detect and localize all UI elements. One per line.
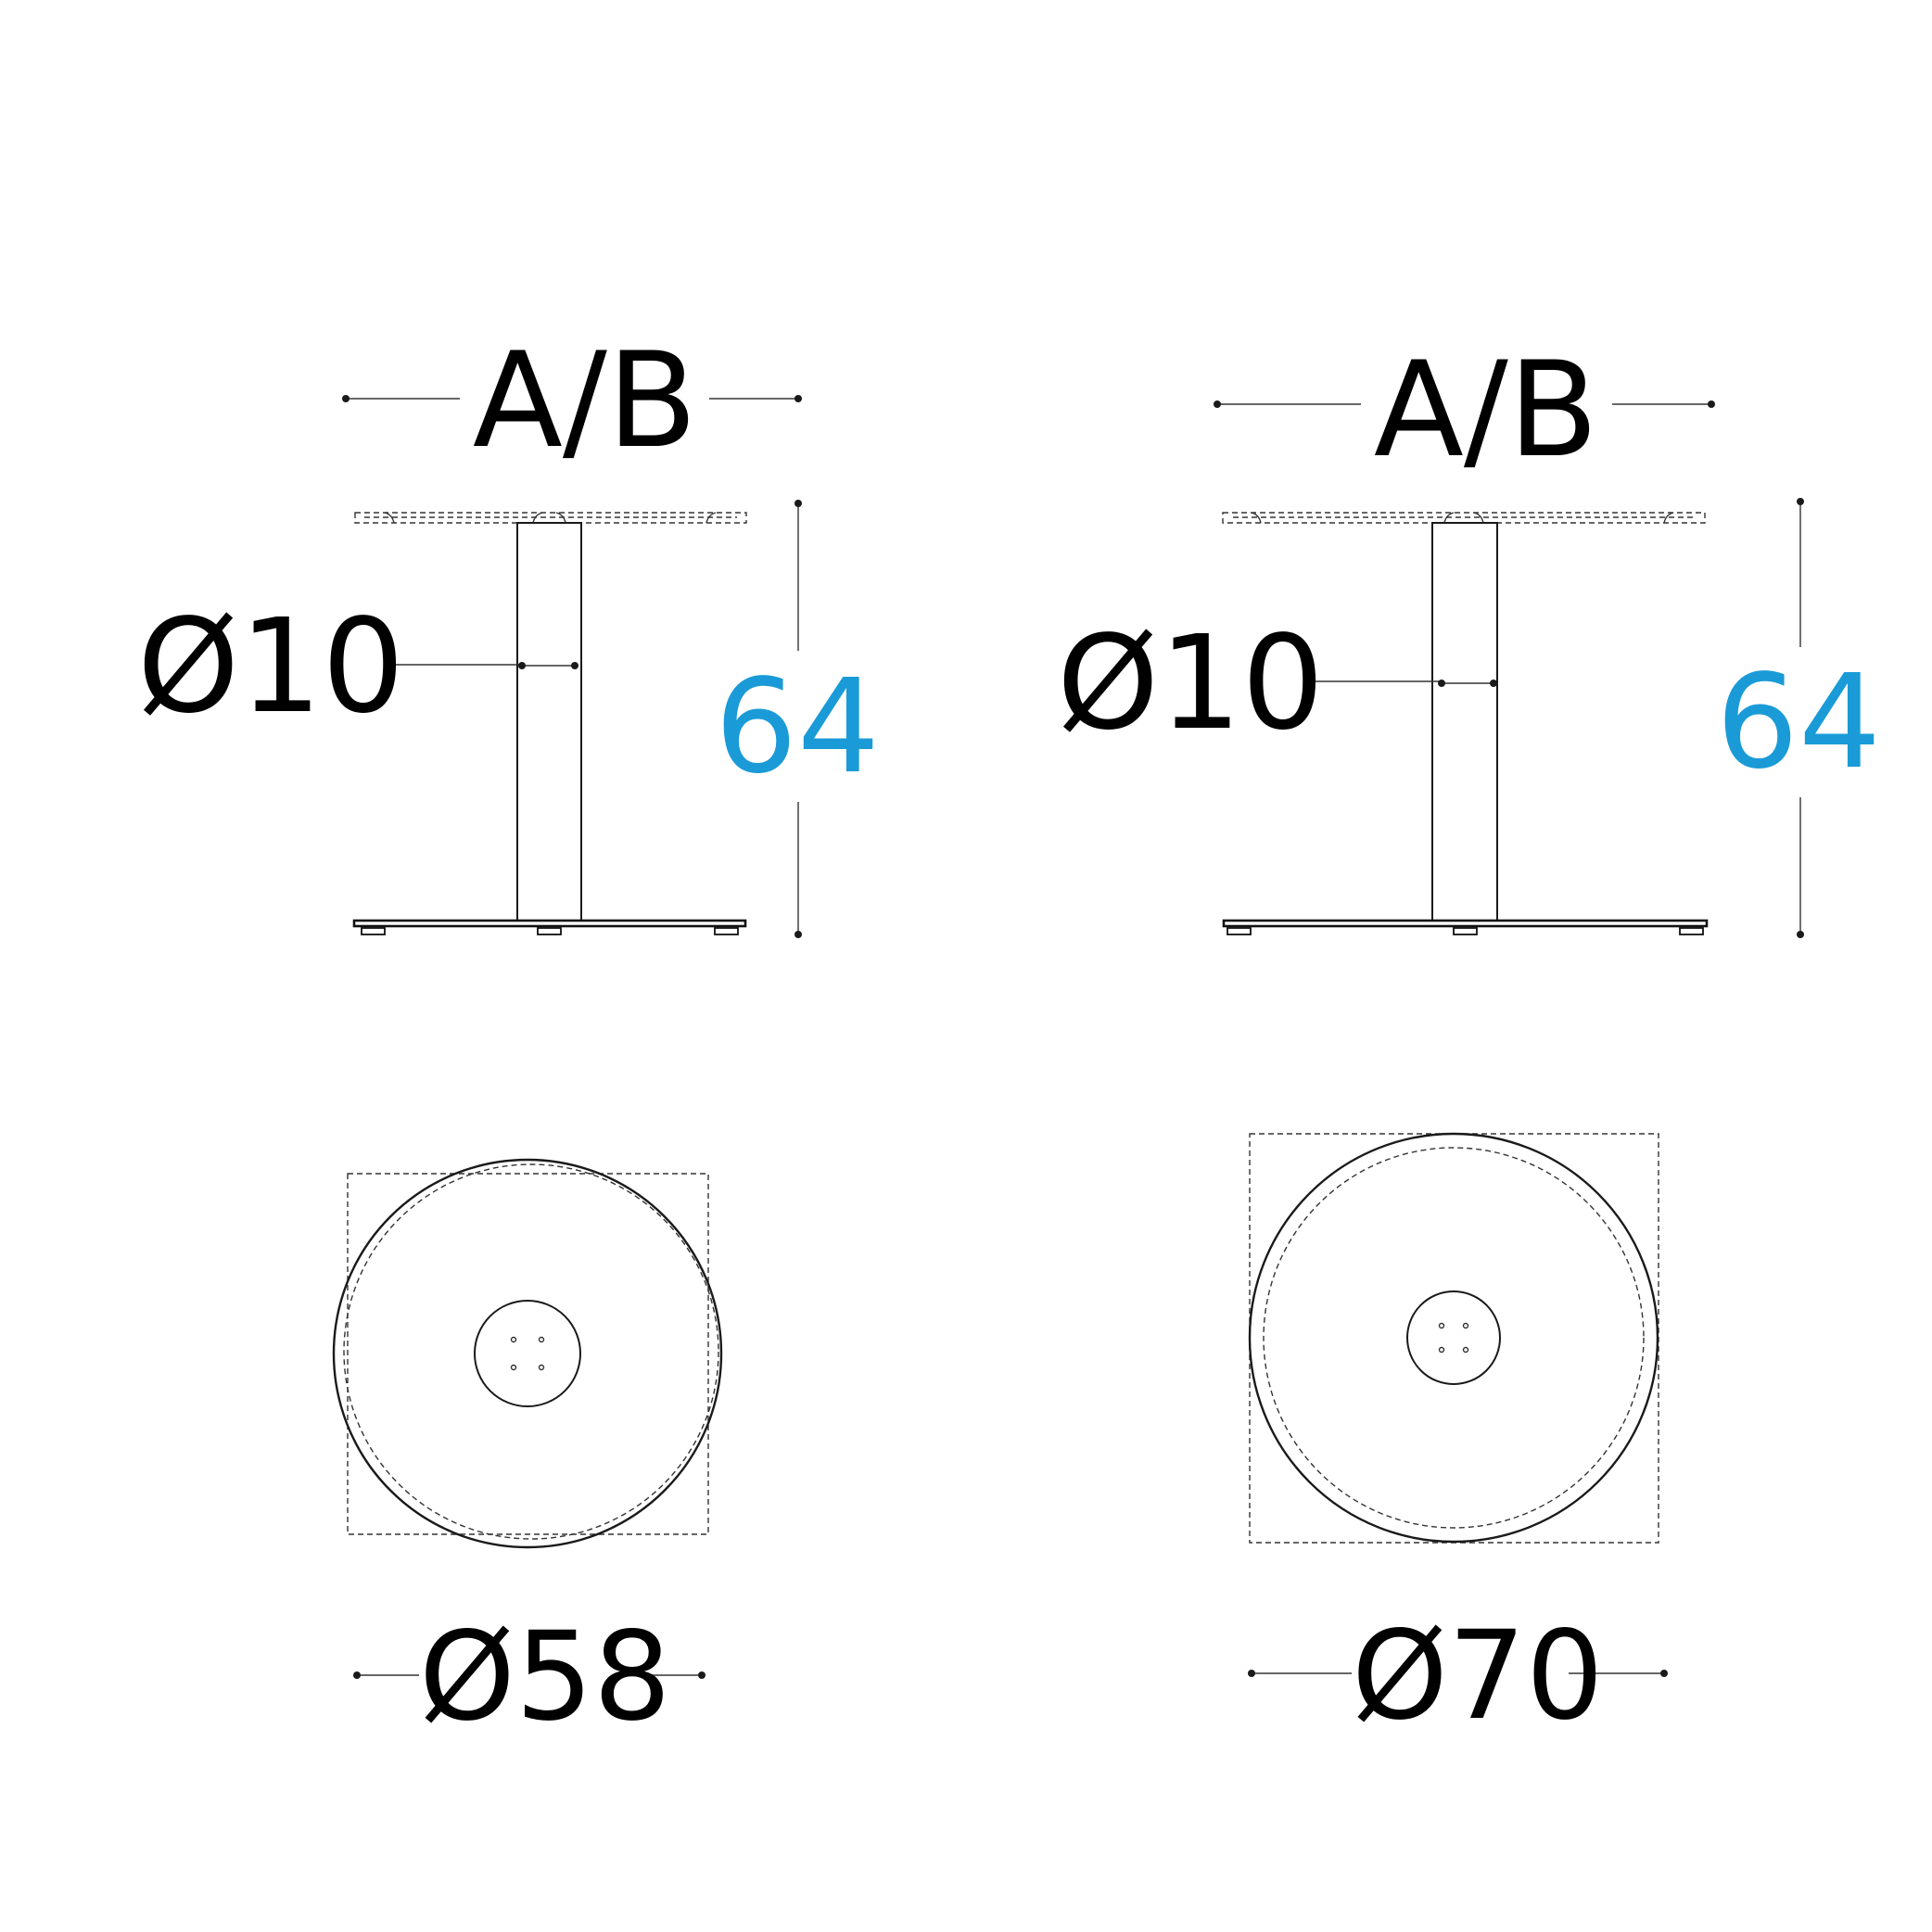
right-base-inner-dashed-circle bbox=[1263, 1147, 1645, 1529]
right-width-dimension bbox=[1214, 400, 1715, 408]
right-feet bbox=[1227, 927, 1704, 935]
right-elevation bbox=[1214, 400, 1804, 938]
right-base-plate bbox=[1222, 919, 1709, 928]
left-tabletop-outline bbox=[347, 1173, 709, 1535]
right-top-plate bbox=[1222, 512, 1706, 524]
right-column-diameter-label: Ø10 bbox=[1057, 608, 1325, 759]
right-height-dimension bbox=[1797, 498, 1804, 938]
left-top-plate bbox=[354, 512, 747, 524]
left-mounting-holes bbox=[510, 1336, 545, 1371]
left-base-inner-dashed-circle bbox=[343, 1163, 719, 1540]
left-base-plate bbox=[352, 919, 747, 928]
left-height-label: 64 bbox=[714, 652, 881, 803]
left-feet bbox=[361, 927, 739, 935]
left-base-outer-circle bbox=[332, 1158, 723, 1549]
left-column-diameter-leader bbox=[388, 662, 578, 669]
right-mounting-holes bbox=[1438, 1322, 1469, 1354]
left-column-circle bbox=[474, 1300, 581, 1407]
right-base-diameter-dimension bbox=[1248, 1670, 1668, 1677]
left-elevation bbox=[342, 395, 802, 938]
right-base-diameter-label: Ø70 bbox=[1352, 1605, 1604, 1748]
right-height-label: 64 bbox=[1715, 647, 1882, 798]
left-width-dimension bbox=[342, 395, 802, 402]
right-plan-view bbox=[1248, 1132, 1668, 1677]
left-base-diameter-label: Ø58 bbox=[419, 1606, 671, 1748]
left-width-label: A/B bbox=[472, 324, 698, 477]
right-column-circle bbox=[1406, 1290, 1501, 1385]
right-base-outer-circle bbox=[1248, 1132, 1659, 1544]
left-plan-view bbox=[332, 1158, 723, 1679]
right-column bbox=[1431, 522, 1498, 922]
left-height-dimension bbox=[794, 500, 802, 938]
left-base-diameter-dimension bbox=[353, 1671, 705, 1679]
right-column-diameter-leader bbox=[1307, 680, 1497, 687]
left-column-diameter-label: Ø10 bbox=[137, 591, 405, 743]
left-column bbox=[516, 522, 582, 922]
right-width-label: A/B bbox=[1373, 334, 1599, 487]
